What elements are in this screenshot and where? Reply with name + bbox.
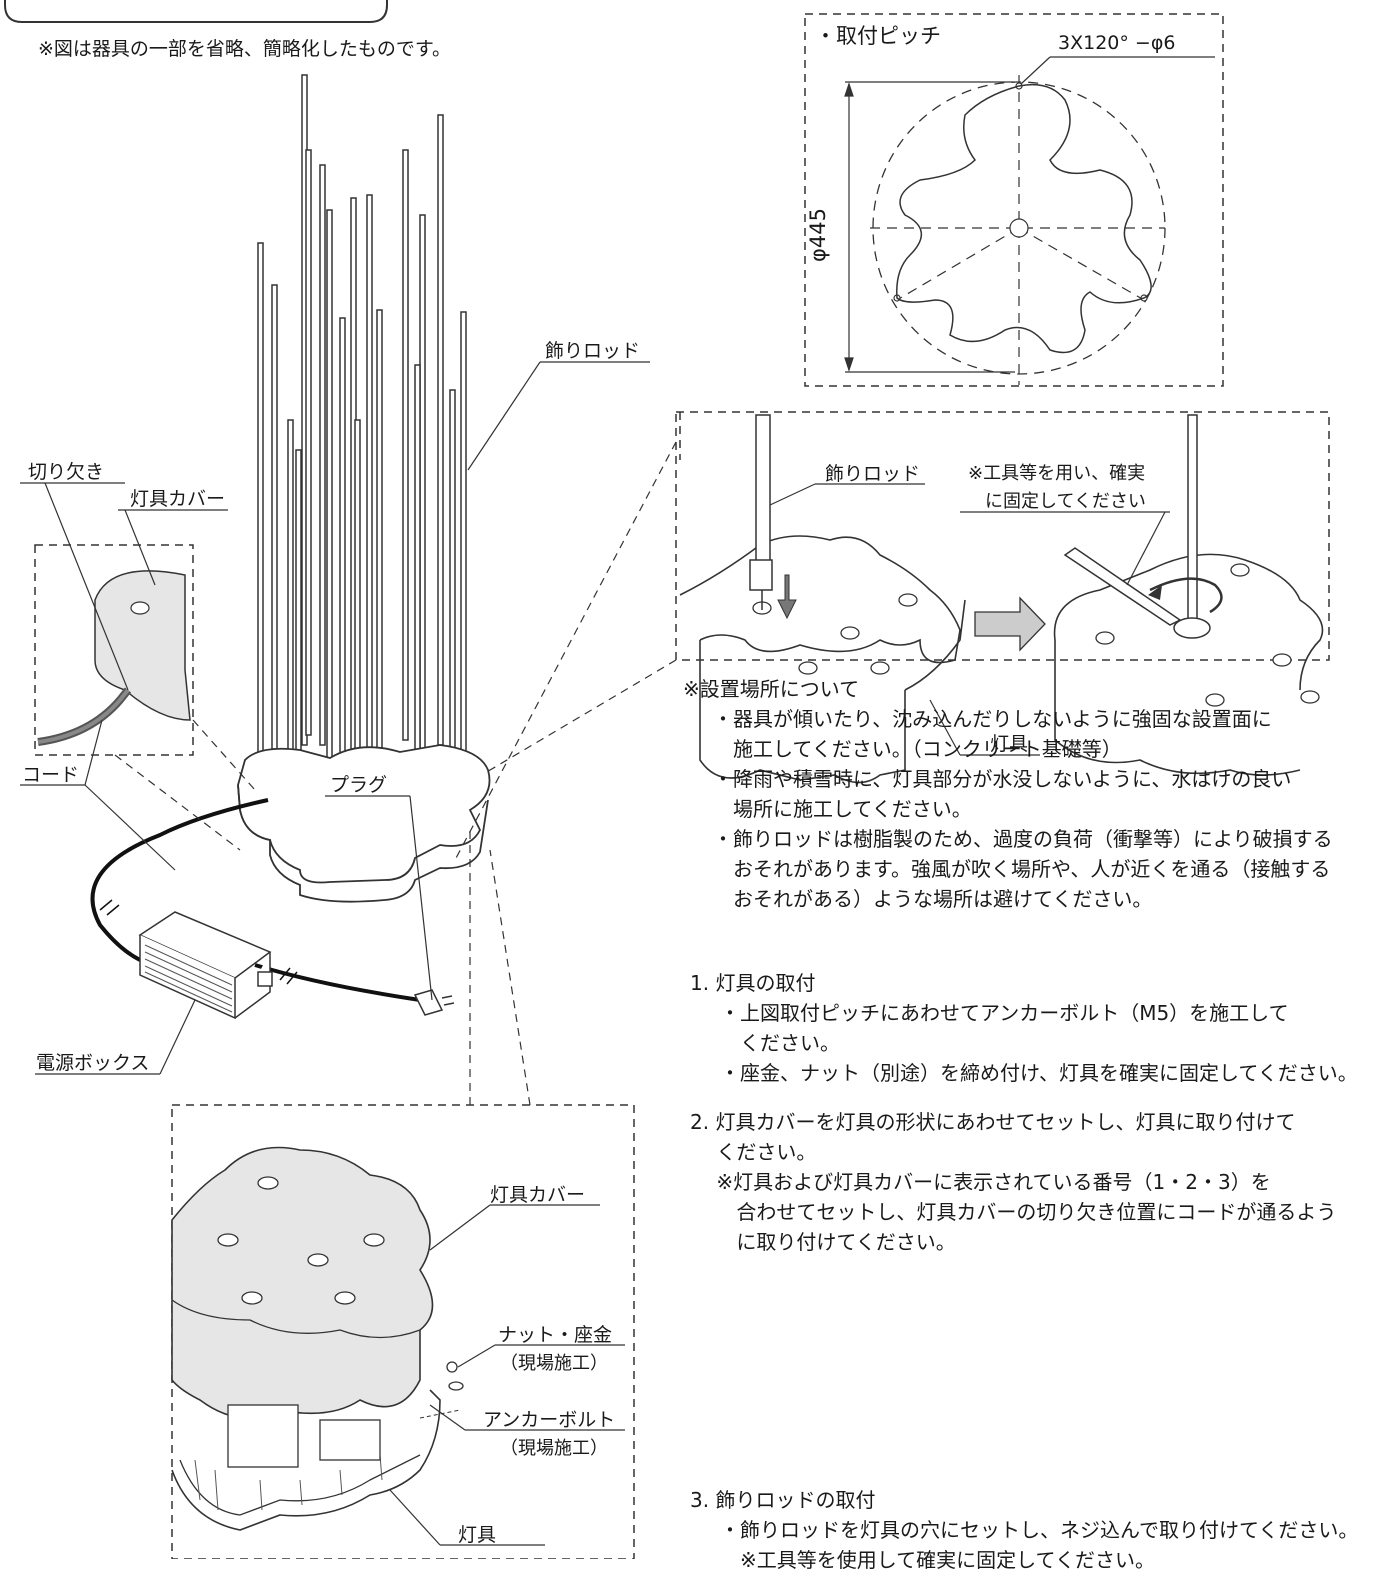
step2-line: 合わせてセットし、灯具カバーの切り欠き位置にコードが通るよう [690, 1200, 1337, 1224]
label-plug: プラグ [330, 774, 388, 796]
cover-shape [171, 1146, 434, 1419]
step2-line: に取り付けてください。 [690, 1230, 956, 1254]
detail-label-rod: 飾りロッド [825, 463, 921, 485]
label-nut-site: （現場施工） [500, 1353, 608, 1374]
fixture-base [237, 744, 491, 903]
site-line: 場所に施工してください。 [713, 797, 972, 821]
step1-title: 1. 灯具の取付 [690, 971, 816, 995]
step2-line: ください。 [690, 1140, 817, 1164]
label-nut-washer: ナット・座金 [498, 1324, 613, 1346]
hole-spec: 3X120° −φ6 [1058, 32, 1176, 54]
site-line: 施工してください。（コンクリート基礎等） [713, 737, 1122, 761]
tool-note-line1: ※工具等を用い、確実 [968, 463, 1146, 484]
site-title: ※設置場所について [683, 677, 860, 701]
base-label-fixture: 灯具 [458, 1524, 497, 1546]
label-notch: 切り欠き [28, 461, 105, 483]
site-line: おそれがある）ような場所は避けてください。 [713, 887, 1153, 911]
label-cord: コード [22, 764, 80, 786]
step3-title: 3. 飾りロッドの取付 [690, 1488, 876, 1512]
step3: 3. 飾りロッドの取付 ・飾りロッドを灯具の穴にセットし、ネジ込んで取り付けてく… [690, 1485, 1358, 1575]
base-label-cover: 灯具カバー [490, 1184, 586, 1206]
label-power-box: 電源ボックス [36, 1052, 150, 1074]
step2-line: ※灯具および灯具カバーに表示されている番号（1・2・3）を [690, 1170, 1271, 1194]
pitch-title: ・取付ピッチ [815, 24, 941, 48]
header-note: ※図は器具の一部を省略、簡略化したものです。 [38, 38, 452, 60]
decorative-rods [257, 74, 467, 801]
label-fixture-cover: 灯具カバー [130, 488, 226, 510]
step1-line: ・上図取付ピッチにあわせてアンカーボルト（M5）を施工して [720, 1001, 1289, 1025]
fixture-outline [896, 83, 1152, 354]
site-line: おそれがあります。強風が吹く場所や、人が近くを通る（接触する [713, 857, 1331, 881]
step2: 2. 灯具カバーを灯具の形状にあわせてセットし、灯具に取り付けて ください。 ※… [690, 1107, 1336, 1257]
label-anchor-site: （現場施工） [500, 1438, 608, 1459]
step3-line: ※工具等を使用して確実に固定してください。 [720, 1548, 1155, 1572]
diameter-label: φ445 [806, 208, 830, 262]
site-line: ・飾りロッドは樹脂製のため、過度の負荷（衝撃等）により破損する [713, 827, 1333, 851]
step1-line: ください。 [720, 1031, 840, 1055]
detail-label-fixture: 灯具 [990, 733, 1029, 755]
step1-line: ・座金、ナット（別途）を締め付け、灯具を確実に固定してください。 [720, 1061, 1358, 1085]
cord [90, 798, 269, 962]
step1: 1. 灯具の取付 ・上図取付ピッチにあわせてアンカーボルト（M5）を施工して く… [690, 968, 1358, 1088]
tool-note-line2: に固定してください [985, 491, 1146, 512]
instructions: ※設置場所について ・器具が傾いたり、沈み込んだりしないように強固な設置面に 施… [683, 674, 1333, 914]
site-line: ・器具が傾いたり、沈み込んだりしないように強固な設置面に [713, 707, 1272, 731]
plug [413, 989, 455, 1016]
step3-line: ・飾りロッドを灯具の穴にセットし、ネジ込んで取り付けてください。 [720, 1518, 1359, 1542]
site-line: ・降雨や積雪時に、灯具部分が水没しないように、水はけの良い [713, 767, 1292, 791]
step2-line: 2. 灯具カバーを灯具の形状にあわせてセットし、灯具に取り付けて [690, 1110, 1296, 1134]
label-decorative-rod: 飾りロッド [545, 340, 641, 362]
label-anchor-bolt: アンカーボルト [483, 1409, 616, 1431]
power-box [138, 911, 273, 1020]
